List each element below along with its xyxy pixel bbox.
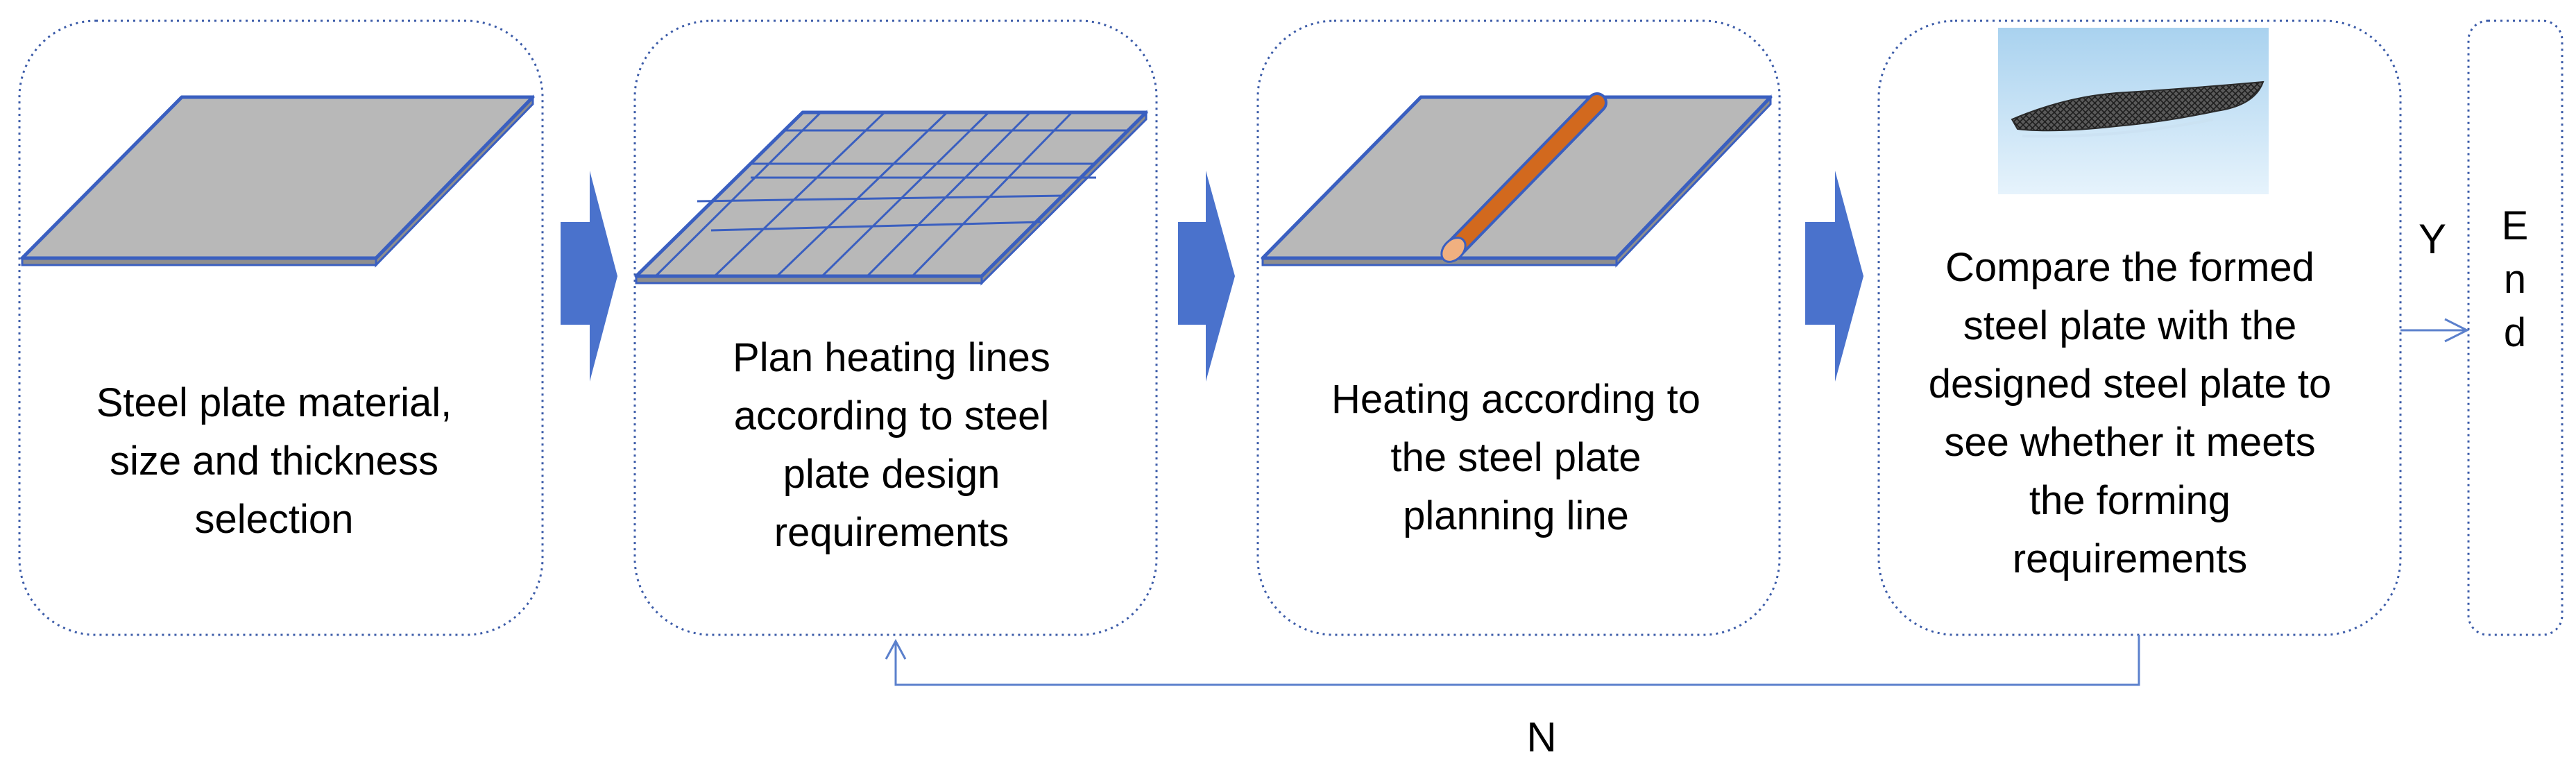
- step-box-2: [633, 19, 1158, 636]
- label-line: size and thickness: [110, 438, 438, 484]
- label-line: d: [2504, 310, 2526, 355]
- label-line: n: [2504, 257, 2526, 302]
- label-line: requirements: [774, 510, 1009, 555]
- label-line: plate design: [783, 452, 1000, 497]
- label-line: Steel plate material,: [96, 380, 452, 425]
- no-loop-connector: [885, 635, 2140, 686]
- label-line: designed steel plate to: [1929, 361, 2331, 407]
- plate-with-heating-lines-image: [634, 110, 1148, 286]
- step-box-1: [18, 19, 544, 636]
- label-line: requirements: [2013, 536, 2247, 581]
- label-line: selection: [195, 497, 354, 542]
- step-box-4: [1877, 19, 2402, 636]
- step-2-label: Plan heating lines according to steel plat…: [733, 335, 1050, 555]
- label-line: steel plate with the: [1963, 303, 2296, 348]
- flow-arrow-1: [561, 171, 617, 382]
- flow-arrow-2: [1178, 171, 1235, 382]
- label-line: Plan heating lines: [733, 335, 1050, 380]
- yes-connector: [2400, 318, 2470, 343]
- step-4-label: Compare the formed steel plate with the de…: [1929, 245, 2331, 581]
- formed-plate-image: [1998, 28, 2269, 194]
- step-3-label: Heating according to the steel plate plann…: [1331, 377, 1700, 538]
- label-line: the forming: [2029, 478, 2230, 523]
- step-box-3: [1256, 19, 1781, 636]
- label-line: planning line: [1403, 493, 1629, 538]
- no-label: N: [1526, 714, 1556, 760]
- end-box: [2467, 19, 2564, 636]
- steel-plate-image: [20, 94, 535, 268]
- label-line: Heating according to: [1331, 377, 1700, 422]
- yes-label: Y: [2419, 216, 2446, 262]
- label-line: E: [2502, 203, 2529, 248]
- label-line: according to steel: [734, 393, 1050, 438]
- flow-arrow-3: [1805, 171, 1863, 382]
- plate-heating-image: [1261, 92, 1773, 268]
- label-line: see whether it meets: [1944, 420, 2315, 465]
- step-1-label: Steel plate material, size and thickness s…: [96, 380, 452, 542]
- label-line: Compare the formed: [1945, 245, 2314, 290]
- label-line: the steel plate: [1390, 435, 1641, 480]
